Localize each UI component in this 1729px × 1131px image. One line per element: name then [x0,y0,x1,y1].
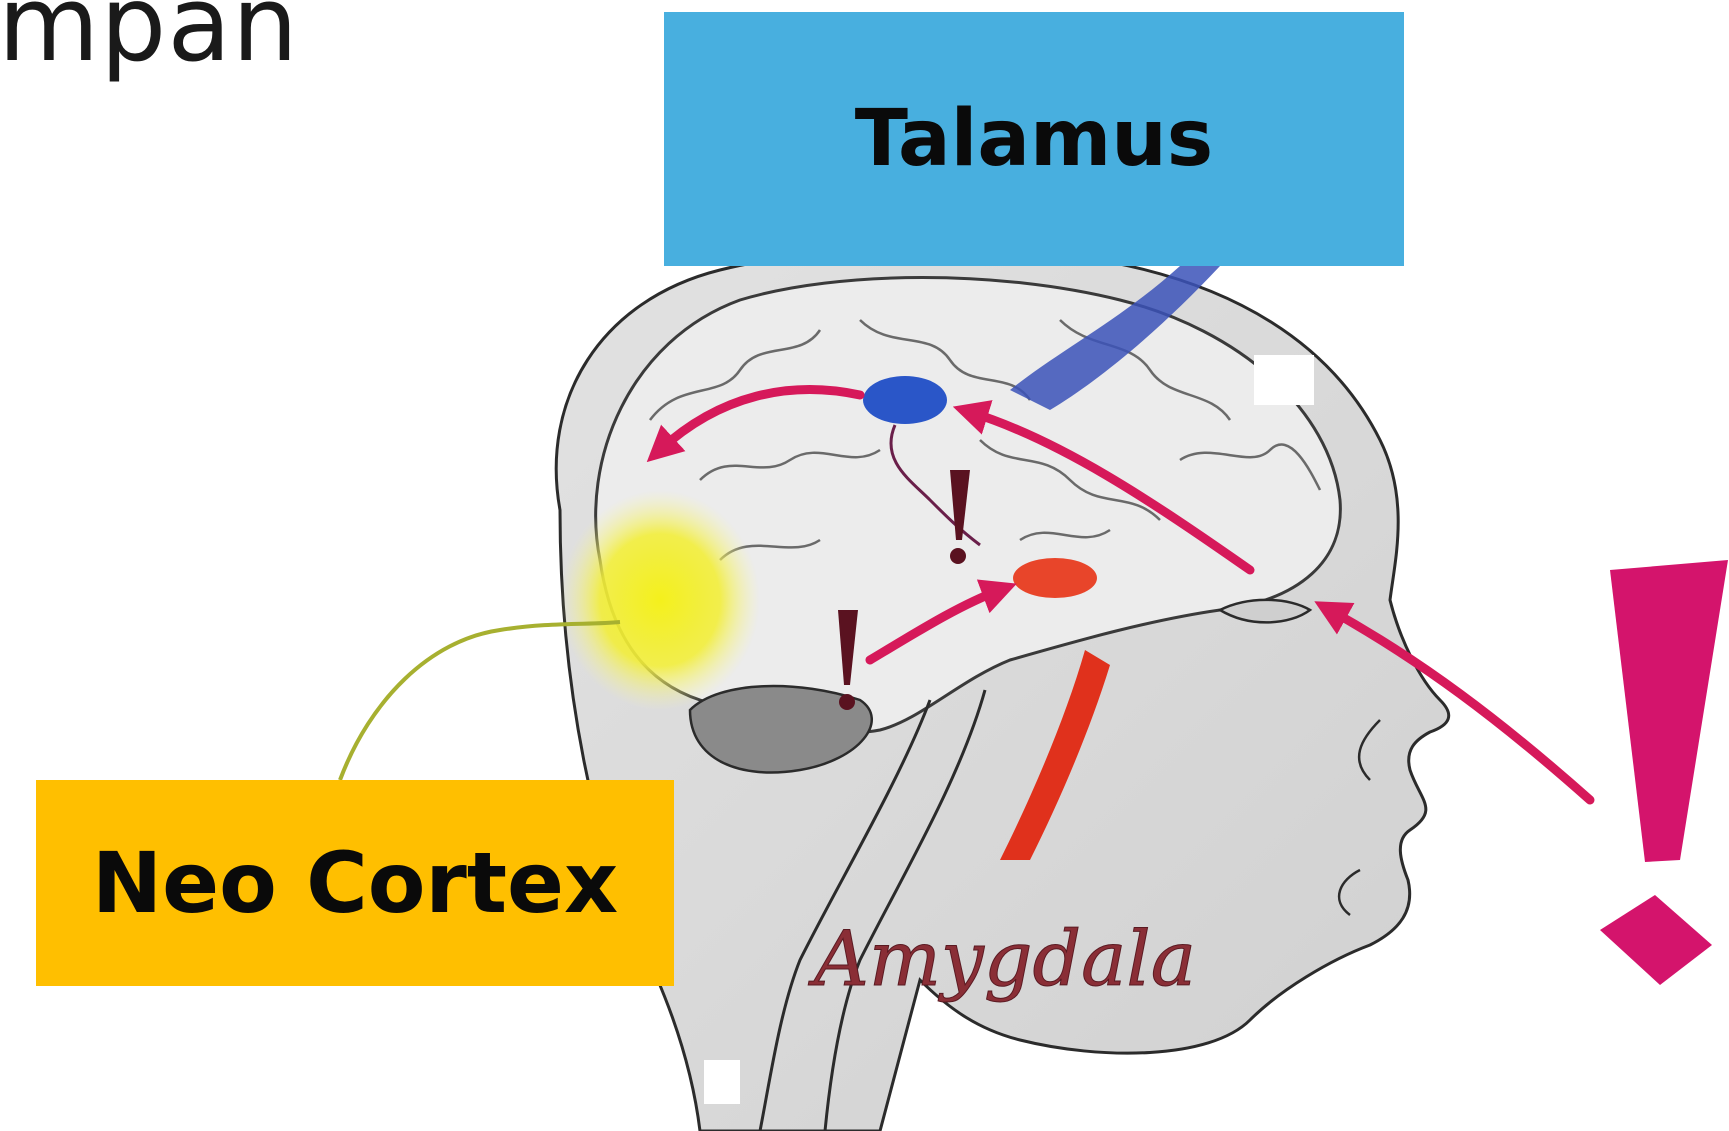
occlusion-block [1254,355,1314,405]
stimulus-exclamation-icon [1600,560,1728,985]
amygdala-node [1013,558,1097,598]
talamus-label: Talamus [855,94,1213,184]
occlusion-block-lower [704,1060,740,1104]
talamus-label-box: Talamus [664,12,1404,266]
neo-cortex-label-box: Neo Cortex [36,780,674,986]
neo-cortex-label: Neo Cortex [92,834,618,932]
thalamus-node [863,376,947,424]
amygdala-label: Amygdala [808,914,1196,1003]
neocortex-glow [560,490,760,710]
